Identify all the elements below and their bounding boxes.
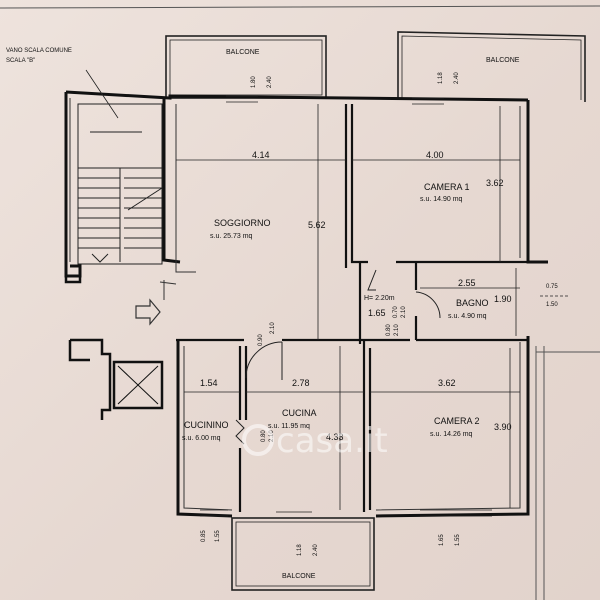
dim-bagno-side-a: 0.75 bbox=[546, 284, 558, 290]
dim-cucinino-width: 1.54 bbox=[200, 378, 218, 388]
open-balc-tl-a: 1.80 bbox=[251, 76, 257, 88]
dim-soggiorno-width: 4.14 bbox=[252, 150, 270, 160]
dim-cucina-height: 4.33 bbox=[326, 432, 344, 442]
open-balc-tr-a: 1.18 bbox=[438, 72, 444, 84]
dim-cucina-width: 2.78 bbox=[292, 378, 310, 388]
dim-camera2-height: 3.90 bbox=[494, 422, 512, 432]
open-balc-tl-b: 2.40 bbox=[267, 76, 273, 88]
room-name-cucina: CUCINA bbox=[282, 408, 317, 418]
dim-camera1-height: 3.62 bbox=[486, 178, 504, 188]
door-swings bbox=[235, 269, 441, 445]
balcony-label-top-right: BALCONE bbox=[486, 57, 520, 64]
open-win-cucinino-b: 1.55 bbox=[215, 530, 221, 542]
sheet-border bbox=[0, 5, 600, 9]
dim-camera1-width: 4.00 bbox=[426, 150, 444, 160]
wall-block-left bbox=[64, 276, 90, 362]
room-name-bagno: BAGNO bbox=[456, 298, 489, 308]
window-marks bbox=[200, 95, 492, 519]
dim-soggiorno-height: 5.62 bbox=[308, 220, 326, 230]
open-balc-tr-b: 2.40 bbox=[454, 72, 460, 84]
dim-bagno-height: 1.90 bbox=[494, 294, 512, 304]
room-area-soggiorno: s.u. 25.73 mq bbox=[210, 233, 253, 240]
entry-arrow bbox=[135, 298, 161, 326]
open-win-cam2-b: 1.55 bbox=[455, 534, 461, 546]
open-door-cuc-a: 0.80 bbox=[261, 430, 267, 442]
room-area-cucina: s.u. 11.95 mq bbox=[268, 423, 310, 430]
open-win-bottom-b: 2.40 bbox=[313, 544, 319, 556]
open-door-sog-b: 2.10 bbox=[270, 322, 276, 334]
open-door-cor-b: 2.10 bbox=[401, 306, 407, 318]
watermark-logo: casa.it bbox=[242, 421, 388, 461]
balcony-top-left bbox=[165, 35, 327, 99]
watermark-text: casa.it bbox=[276, 421, 388, 461]
open-win-cucinino-a: 0.85 bbox=[201, 530, 207, 542]
room-name-cucinino: CUCININO bbox=[184, 420, 229, 430]
balcony-top-right bbox=[397, 31, 586, 102]
open-door-sog-a: 0.90 bbox=[258, 334, 264, 346]
open-win-cam2-a: 1.65 bbox=[439, 534, 445, 546]
open-door-cor-a: 0.70 bbox=[393, 306, 399, 318]
balcony-label-bottom: BALCONE bbox=[282, 573, 316, 580]
open-win-bottom-a: 1.18 bbox=[297, 544, 303, 556]
room-name-camera1: CAMERA 1 bbox=[424, 182, 470, 192]
dim-bagno-side-b: 1.50 bbox=[546, 302, 558, 308]
stairwell bbox=[77, 69, 163, 265]
room-area-bagno: s.u. 4.90 mq bbox=[448, 313, 487, 320]
dim-corridor-width: 1.65 bbox=[368, 308, 386, 318]
elevator-shaft bbox=[70, 338, 164, 420]
room-name-soggiorno: SOGGIORNO bbox=[214, 218, 271, 228]
stair-label-1: VANO SCALA COMUNE bbox=[6, 48, 72, 54]
room-area-cucinino: s.u. 6.00 mq bbox=[182, 435, 221, 442]
dim-bagno-width: 2.55 bbox=[458, 278, 476, 288]
stair-label-2: SCALA "B" bbox=[6, 58, 35, 64]
balcony-label-top-left: BALCONE bbox=[226, 49, 260, 56]
dim-camera2-width: 3.62 bbox=[438, 378, 456, 388]
open-door-cor2-b: 2.10 bbox=[394, 324, 400, 336]
room-area-camera2: s.u. 14.26 mq bbox=[430, 431, 473, 438]
dim-corridor-height: H= 2.20m bbox=[364, 295, 395, 302]
interior-walls bbox=[176, 104, 528, 512]
room-area-camera1: s.u. 14.90 mq bbox=[420, 196, 463, 203]
dimension-lines bbox=[176, 104, 568, 510]
open-door-cor2-a: 0.80 bbox=[386, 324, 392, 336]
right-edge-structure bbox=[535, 346, 600, 600]
room-name-camera2: CAMERA 2 bbox=[434, 416, 480, 426]
